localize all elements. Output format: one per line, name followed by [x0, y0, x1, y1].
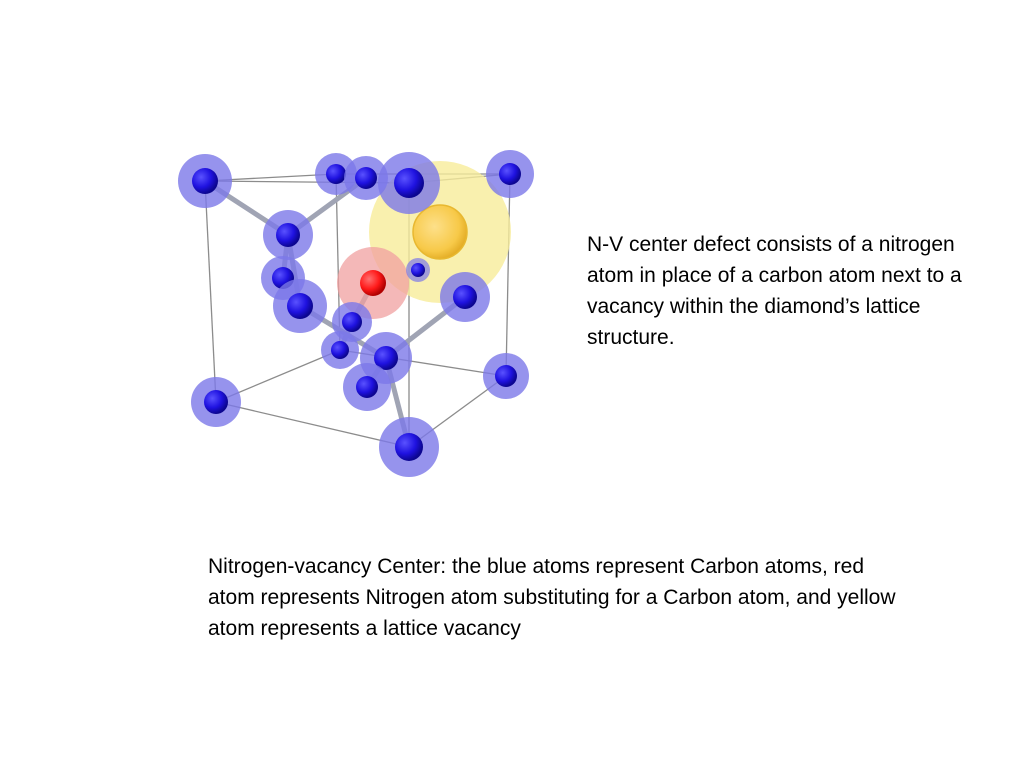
carbon-atom: [344, 156, 388, 200]
carbon-atom: [343, 363, 391, 411]
carbon-atom: [178, 154, 232, 208]
carbon-atom: [486, 150, 534, 198]
cube-edge: [215, 401, 410, 448]
cube-edge: [505, 173, 511, 377]
carbon-atom: [273, 279, 327, 333]
nv-center-lattice-diagram: [178, 150, 534, 477]
nitrogen-atom: [337, 247, 409, 319]
diagram-caption: Nitrogen-vacancy Center: the blue atoms …: [208, 555, 896, 640]
carbon-atom: [379, 417, 439, 477]
nitrogen-core: [360, 270, 386, 296]
carbon-atom: [440, 272, 490, 322]
nv-center-description: N-V center defect consists of a nitrogen…: [587, 233, 962, 349]
carbon-atom: [263, 210, 313, 260]
vacancy-core: [412, 204, 468, 260]
cube-edge: [204, 180, 217, 403]
carbon-atom: [483, 353, 529, 399]
carbon-atom: [191, 377, 241, 427]
carbon-atom: [321, 331, 359, 369]
carbon-atom: [406, 258, 430, 282]
carbon-atom: [378, 152, 440, 214]
carbon-atoms: [178, 150, 534, 477]
